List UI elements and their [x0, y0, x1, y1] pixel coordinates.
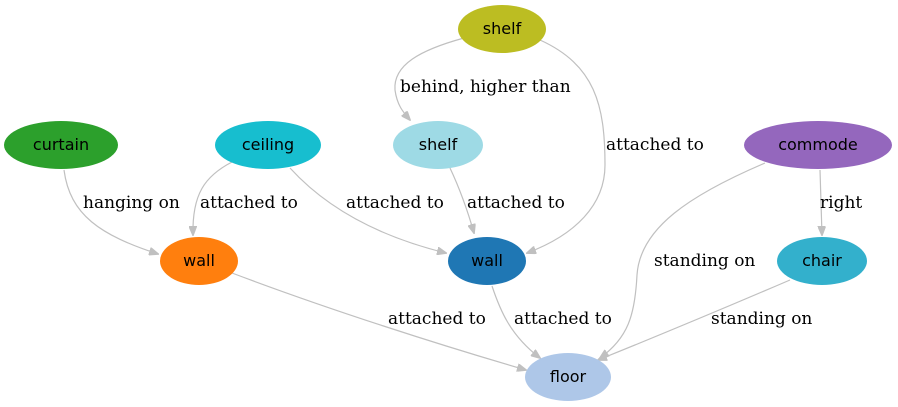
node-ceiling-shape	[215, 121, 321, 169]
node-wall-orange-shape	[160, 237, 238, 285]
edge-wall-blue-to-floor	[491, 285, 540, 358]
node-wall-orange: wall	[160, 237, 238, 285]
node-curtain-label: curtain	[33, 135, 89, 154]
node-chair: chair	[777, 237, 867, 285]
node-wall-orange-label: wall	[183, 251, 215, 270]
node-floor-label: floor	[550, 367, 587, 386]
edge-commode-to-chair	[820, 169, 822, 235]
node-commode-label: commode	[778, 135, 858, 154]
edge-ceiling-to-wall-blue	[289, 167, 446, 253]
edge-shelf-top-to-shelf-mid	[394, 37, 465, 120]
edge-label-curtain-to-wall-orange: hanging on	[83, 193, 180, 213]
node-wall-blue: wall	[448, 237, 526, 285]
edge-label-shelf-top-to-wall-blue: attached to	[606, 135, 704, 155]
edges	[63, 37, 822, 370]
node-chair-shape	[777, 237, 867, 285]
edge-chair-to-floor	[598, 279, 791, 360]
node-floor: floor	[525, 353, 611, 401]
edge-labels: behind, higher than attached to hanging …	[83, 77, 862, 329]
node-wall-blue-shape	[448, 237, 526, 285]
edge-label-commode-to-floor: standing on	[654, 251, 755, 271]
node-floor-shape	[525, 353, 611, 401]
edge-commode-to-floor	[600, 162, 766, 358]
edge-label-shelf-top-to-shelf-mid: behind, higher than	[400, 77, 571, 97]
node-ceiling: ceiling	[215, 121, 321, 169]
edge-label-commode-to-chair: right	[820, 193, 862, 213]
node-curtain: curtain	[4, 121, 118, 169]
node-shelf-top: shelf	[458, 5, 546, 53]
nodes: shelf shelf curtain ceiling commode wall…	[4, 5, 892, 401]
edge-label-wall-orange-to-floor: attached to	[388, 309, 486, 329]
node-shelf-mid-shape	[393, 121, 483, 169]
edge-label-wall-blue-to-floor: attached to	[514, 309, 612, 329]
node-ceiling-label: ceiling	[242, 135, 294, 154]
edge-ceiling-to-wall-orange	[193, 161, 233, 235]
edge-label-ceiling-to-wall-orange: attached to	[200, 193, 298, 213]
edge-shelf-mid-to-wall-blue	[449, 167, 474, 233]
edge-wall-orange-to-floor	[231, 272, 526, 370]
node-chair-label: chair	[802, 251, 842, 270]
node-wall-blue-label: wall	[471, 251, 503, 270]
node-commode-shape	[744, 121, 892, 169]
edge-shelf-top-to-wall-blue	[527, 39, 606, 253]
node-shelf-mid-label: shelf	[419, 135, 458, 154]
edge-label-shelf-mid-to-wall-blue: attached to	[467, 193, 565, 213]
node-shelf-top-label: shelf	[483, 19, 522, 38]
node-curtain-shape	[4, 121, 118, 169]
edge-label-chair-to-floor: standing on	[711, 309, 812, 329]
edge-label-ceiling-to-wall-blue: attached to	[346, 193, 444, 213]
node-shelf-top-shape	[458, 5, 546, 53]
node-shelf-mid: shelf	[393, 121, 483, 169]
edge-curtain-to-wall-orange	[63, 169, 158, 254]
node-commode: commode	[744, 121, 892, 169]
